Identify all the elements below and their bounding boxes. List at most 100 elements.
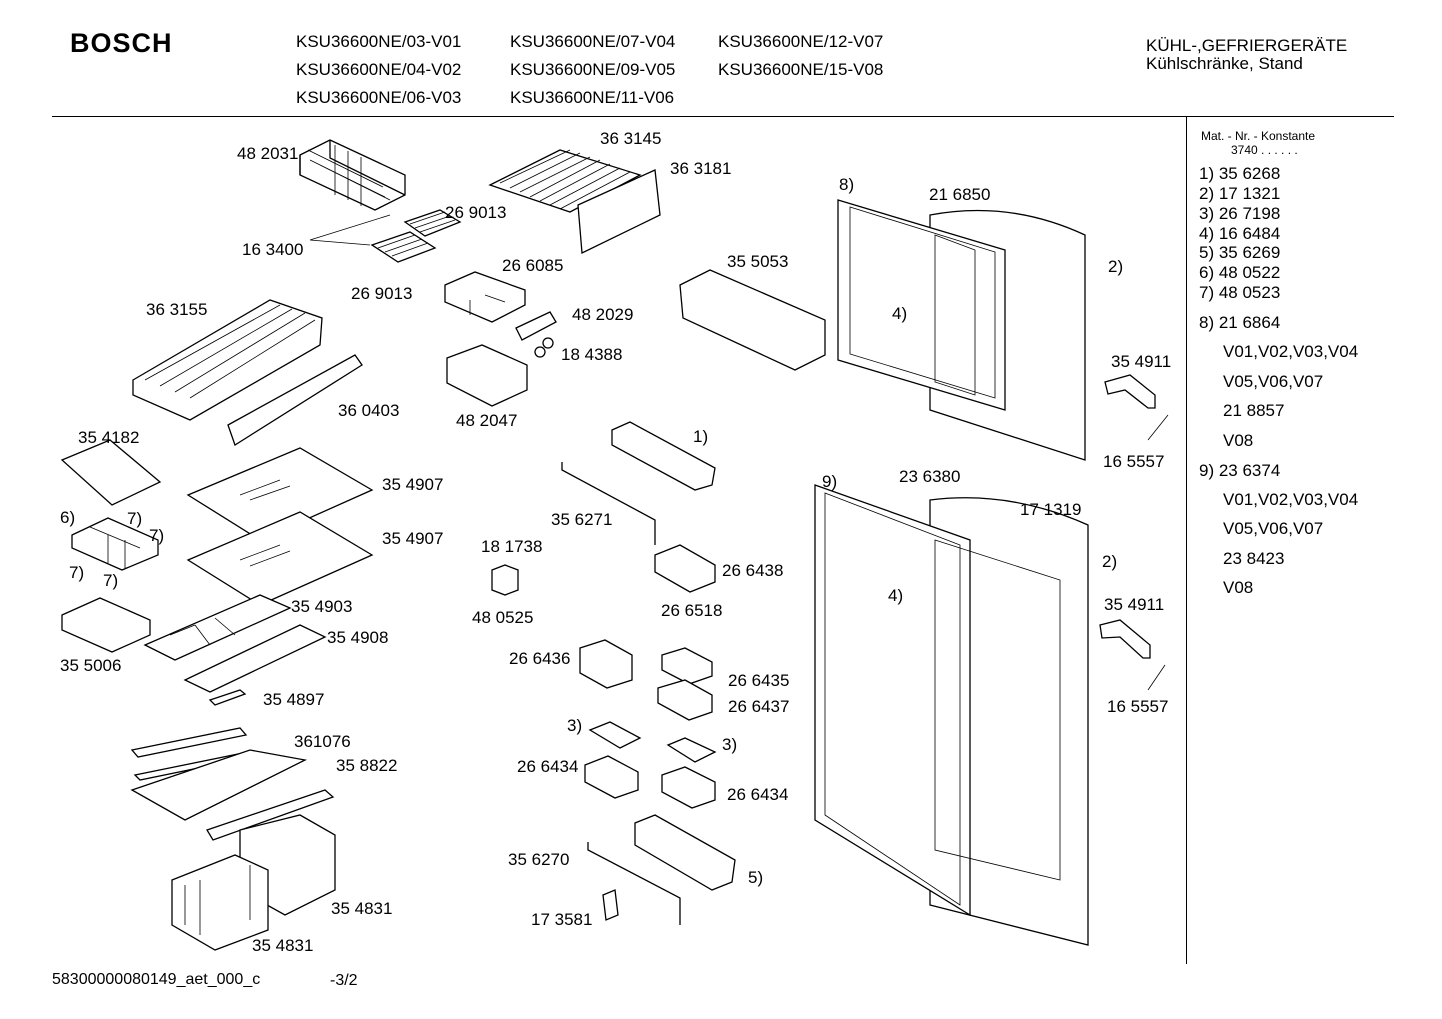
part-label: 26 6085 (502, 256, 564, 275)
door-bin-drawing (661, 766, 716, 809)
part-label: 35 4831 (252, 936, 314, 955)
part-label: 48 2047 (456, 411, 518, 430)
part-label: 35 4911 (1104, 595, 1165, 614)
part-label: 35 8822 (336, 756, 398, 775)
glass-plate-drawing (183, 624, 327, 693)
part-label: 23 6380 (899, 467, 961, 486)
model-number: KSU36600NE/06-V03 (296, 88, 462, 107)
sidebar-item: 2) 17 1321 (1199, 184, 1281, 203)
glass-shelf-drawing (186, 447, 374, 541)
cube-drawing (491, 564, 519, 596)
part-label: 18 1738 (481, 537, 543, 556)
door-bin-drawing (657, 679, 713, 721)
freezer-door-drawing (837, 199, 1086, 461)
cover-plate-drawing (577, 169, 661, 255)
vent-strip-drawing (208, 689, 247, 706)
category-subtitle: Kühlschränke, Stand (1146, 54, 1303, 73)
part-label: 2) (1102, 552, 1118, 571)
part-label: 35 4907 (382, 529, 444, 548)
model-number: KSU36600NE/07-V04 (510, 32, 676, 51)
sidebar-item: 23 8423 (1223, 549, 1285, 568)
part-label: 21 6850 (929, 185, 991, 204)
storage-box-drawing (71, 517, 159, 571)
brand-logo: BOSCH (70, 28, 173, 58)
part-label: 35 4897 (263, 690, 325, 709)
part-label: 16 5557 (1107, 697, 1169, 716)
part-label: 361076 (294, 732, 351, 751)
part-label: 17 1319 (1020, 500, 1082, 519)
part-label: 3) (722, 735, 738, 754)
part-label: 16 3400 (242, 240, 304, 259)
part-label: 35 4907 (382, 475, 444, 494)
part-label: 36 3155 (146, 300, 208, 319)
part-label: 36 3181 (670, 159, 732, 178)
model-number: KSU36600NE/15-V08 (718, 60, 884, 79)
part-label: 36 0403 (338, 401, 400, 420)
sidebar-item: V05,V06,V07 (1223, 519, 1324, 538)
part-label: 35 4182 (78, 428, 140, 447)
glass-shelf-drawing (186, 511, 374, 606)
part-label: 7) (103, 571, 119, 590)
part-label: 3) (567, 716, 583, 735)
part-label: 16 5557 (1103, 452, 1165, 471)
sidebar-item: 5) 35 6269 (1199, 243, 1281, 262)
sidebar-item: 9) 23 6374 (1199, 461, 1281, 480)
drawer-front-drawing (227, 354, 363, 446)
egg-tray-drawing (666, 737, 717, 763)
sidebar-item: V01,V02,V03,V04 (1223, 342, 1359, 361)
sidebar-divider (1186, 116, 1187, 964)
sidebar-item: V05,V06,V07 (1223, 372, 1324, 391)
bottle-rack-drawing (634, 814, 736, 891)
ventilation-grille-drawing (130, 727, 248, 758)
header-divider (52, 116, 1394, 117)
part-label: 26 6438 (722, 561, 784, 580)
ice-tray-drawing (370, 209, 462, 263)
door-bin-drawing (579, 639, 633, 689)
part-label: 26 6436 (509, 649, 571, 668)
freezer-basket-drawing (132, 299, 323, 421)
part-label: 7) (127, 509, 143, 528)
freezer-grid-drawing (488, 149, 642, 213)
door-bin-drawing (584, 755, 639, 799)
part-label: 48 2029 (572, 305, 634, 324)
part-label: 26 6434 (517, 757, 579, 776)
model-number: KSU36600NE/11-V06 (510, 88, 675, 107)
document-id: 58300000080149_aet_000_c (52, 971, 261, 988)
part-label: 26 6434 (727, 785, 789, 804)
door-rack-drawing (611, 421, 716, 491)
part-label: 1) (693, 427, 709, 446)
part-label: 5) (748, 868, 764, 887)
part-label: 7) (69, 563, 85, 582)
part-label: 35 4908 (327, 628, 389, 647)
sidebar-item: 1) 35 6268 (1199, 164, 1281, 183)
door-handle-drawing (1099, 619, 1151, 659)
part-label: 17 3581 (531, 910, 593, 929)
part-label: 35 4911 (1111, 352, 1172, 371)
knob-plate-drawing (515, 311, 557, 341)
part-label: 35 4903 (291, 597, 353, 616)
model-number: KSU36600NE/04-V02 (296, 60, 462, 79)
part-label: 26 6518 (661, 601, 723, 620)
clip-drawing (602, 889, 619, 921)
sidebar-item: V01,V02,V03,V04 (1223, 490, 1359, 509)
model-number: KSU36600NE/09-V05 (510, 60, 676, 79)
sidebar-item: 8) 21 6864 (1199, 313, 1281, 332)
part-label: 35 6270 (508, 850, 570, 869)
part-label: 7) (149, 526, 165, 545)
holder-drawing (444, 271, 526, 323)
part-label: 36 3145 (600, 129, 662, 148)
drawer-tray-drawing (61, 597, 151, 653)
sidebar-heading: Mat. - Nr. - Konstante (1201, 129, 1316, 143)
model-number: KSU36600NE/03-V01 (296, 32, 462, 51)
part-label: 26 9013 (445, 203, 507, 222)
part-label: 18 4388 (561, 345, 623, 364)
model-number: KSU36600NE/12-V07 (718, 32, 884, 51)
sidebar-constant: 3740 . . . . . . (1231, 143, 1298, 157)
door-shelf-drawing (679, 269, 826, 371)
part-label: 8) (839, 175, 855, 194)
part-label: 9) (822, 472, 838, 491)
sidebar-item: 3) 26 7198 (1199, 204, 1281, 223)
part-label: 35 6271 (551, 510, 613, 529)
bottle-holder-drawing (654, 544, 716, 593)
